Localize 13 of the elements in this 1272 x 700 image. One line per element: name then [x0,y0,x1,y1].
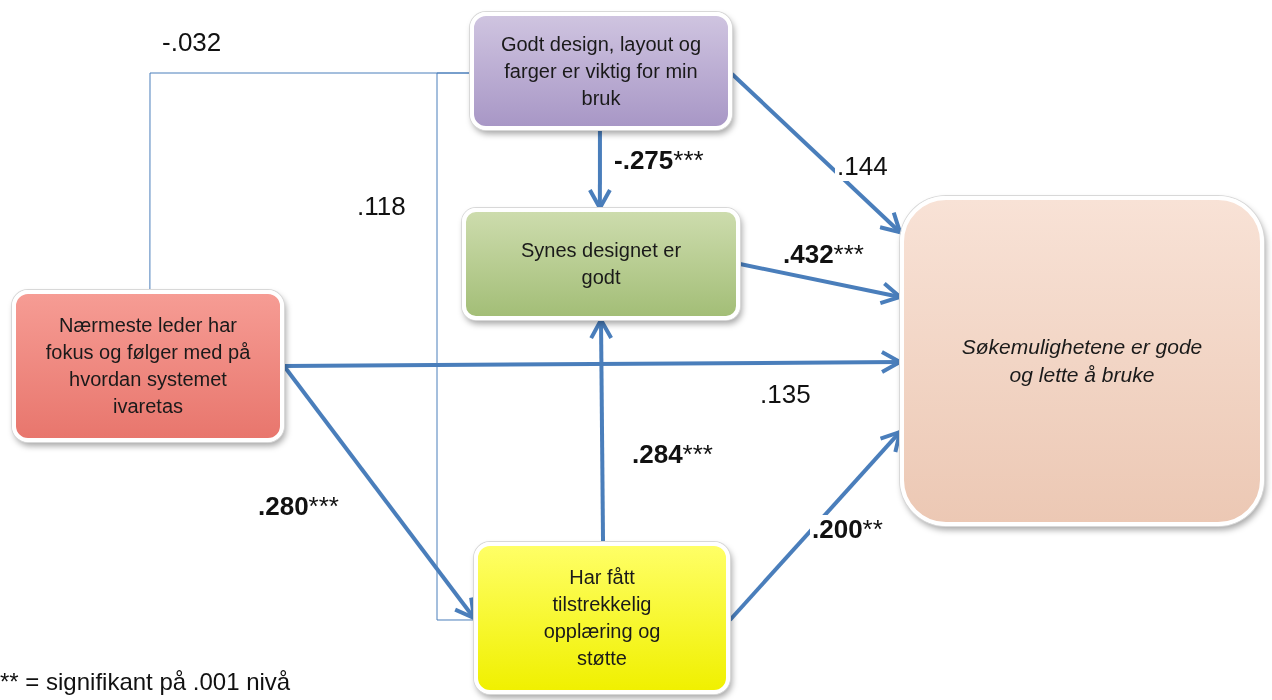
significance-note: ** = signifikant på .001 nivå [0,668,291,696]
factor-box: Godt design, layout og farger er viktig for min bruk [470,12,732,130]
arrow [728,429,902,622]
arrow [284,350,902,375]
arrow [587,130,612,210]
factor-box: Har fått tilstrekkelig opplæring og støtte [474,542,730,694]
factor-box: Nærmeste leder har fokus og følger med på hvordan systemet ivaretas [12,290,284,442]
connector-line [436,72,475,621]
outcome-box: Søkemulighetene er gode og lette å bruke [900,196,1264,526]
arrow [730,72,902,235]
arrow [739,262,902,306]
arrow [589,318,614,542]
factor-box: Synes designet er godt [462,208,740,320]
